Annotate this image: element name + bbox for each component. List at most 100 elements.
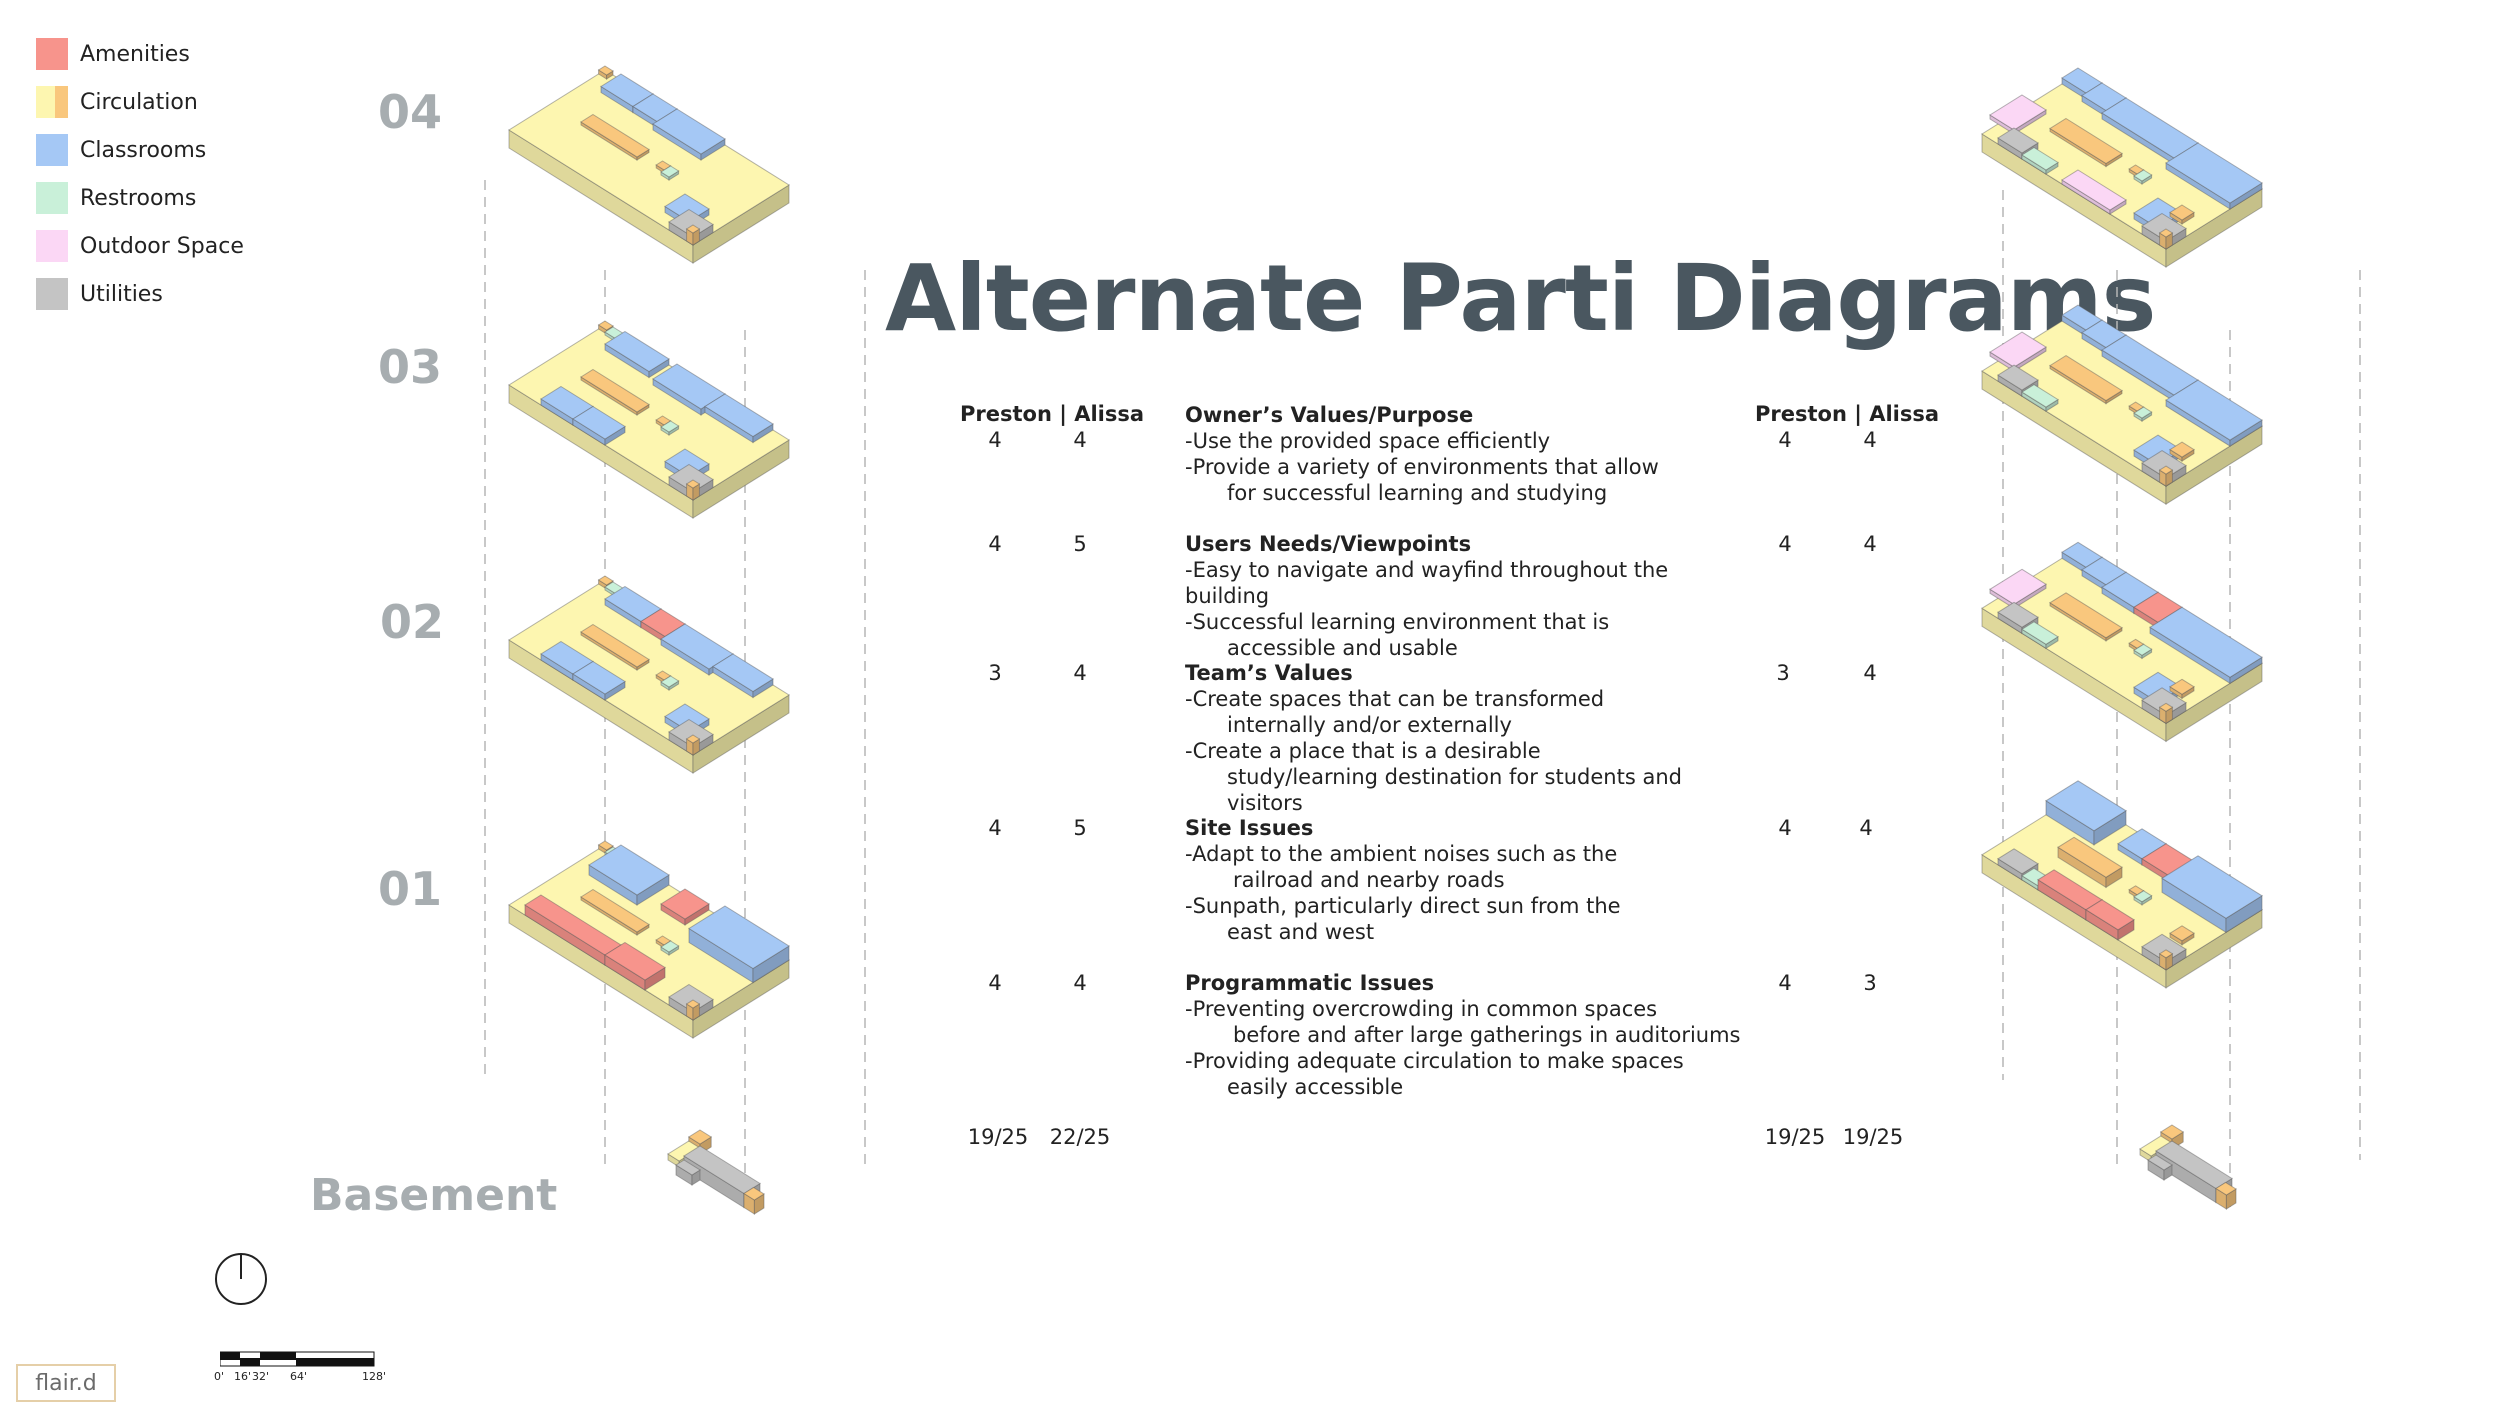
level-label-basement: Basement bbox=[310, 1170, 558, 1221]
left-level-3-room-class bbox=[572, 405, 626, 440]
left-level-1-room-rest bbox=[660, 940, 680, 953]
left-level-2-room-class bbox=[712, 653, 774, 693]
criterion-users-needs: Users Needs/Viewpoints -Easy to navigate… bbox=[1185, 531, 1745, 661]
right-level-2-room-circ bbox=[2169, 678, 2195, 695]
right-level-1-room-rest bbox=[2133, 890, 2153, 903]
criterion-heading: Owner’s Values/Purpose bbox=[1185, 403, 1474, 427]
right-level-3-room-circ bbox=[2128, 401, 2145, 412]
criterion-line: east and west bbox=[1227, 920, 1375, 944]
right-score-preston: 4 bbox=[1778, 428, 1792, 452]
right-level-2-room-circ bbox=[2049, 592, 2123, 639]
criterion-heading: Programmatic Issues bbox=[1185, 971, 1435, 995]
right-score-preston: 4 bbox=[1778, 971, 1792, 995]
criterion-programmatic-issues: Programmatic Issues -Preventing overcrow… bbox=[1185, 970, 1745, 1100]
left-level-4-room-circ bbox=[685, 224, 701, 234]
right-score-alissa: 4 bbox=[1859, 816, 1873, 840]
right-level-4-room-rest bbox=[2133, 169, 2153, 182]
left-level-4-room-class bbox=[652, 108, 726, 155]
right-level-2-room-rest bbox=[2133, 643, 2153, 656]
right-score-alissa: 4 bbox=[1863, 532, 1877, 556]
criterion-heading: Site Issues bbox=[1185, 816, 1314, 840]
right-level-4-room-circ bbox=[2128, 164, 2145, 175]
right-level-4-room-circ bbox=[2169, 204, 2195, 221]
legend-label: Outdoor Space bbox=[80, 233, 244, 259]
left-score-alissa: 4 bbox=[1073, 971, 1087, 995]
right-basement-core bbox=[2215, 1181, 2237, 1196]
right-level-4-room-circ bbox=[2049, 117, 2123, 165]
right-level-3-room-class bbox=[2165, 379, 2263, 441]
legend-swatch-circulation bbox=[36, 86, 68, 118]
left-basement-core bbox=[743, 1186, 765, 1201]
left-level-3-room-circ bbox=[580, 368, 650, 413]
right-score-alissa: 4 bbox=[1863, 428, 1877, 452]
right-level-2-room-util bbox=[1997, 601, 2039, 628]
legend-item-classrooms: Classrooms bbox=[36, 126, 244, 174]
left-level-2-room-circ bbox=[580, 623, 650, 668]
legend: Amenities Circulation Classrooms Restroo… bbox=[36, 30, 244, 318]
criterion-heading: Users Needs/Viewpoints bbox=[1185, 532, 1472, 556]
right-total-preston: 19/25 bbox=[1764, 1125, 1826, 1149]
criterion-line: -Sunpath, particularly direct sun from t… bbox=[1185, 894, 1621, 918]
left-level-4-room-circ bbox=[597, 65, 614, 76]
legend-item-utilities: Utilities bbox=[36, 270, 244, 318]
criterion-heading: Team’s Values bbox=[1185, 661, 1353, 685]
left-level-1-room-class bbox=[688, 905, 790, 970]
left-level-2-room-class bbox=[572, 660, 626, 695]
scale-label: 16' bbox=[234, 1370, 252, 1383]
left-score-preston: 4 bbox=[988, 532, 1002, 556]
criterion-line: accessible and usable bbox=[1227, 636, 1458, 660]
left-level-1-room-circ bbox=[597, 840, 614, 851]
criterion-site-issues: Site Issues -Adapt to the ambient noises… bbox=[1185, 815, 1745, 945]
legend-swatch-utilities bbox=[36, 278, 68, 310]
north-arrow-icon bbox=[215, 1253, 267, 1305]
left-score-preston: 4 bbox=[988, 816, 1002, 840]
left-level-2-room-rest bbox=[660, 675, 680, 688]
legend-swatch-amenities bbox=[36, 38, 68, 70]
left-score-preston: 4 bbox=[988, 971, 1002, 995]
legend-swatch-restrooms bbox=[36, 182, 68, 214]
right-score-preston: 3 bbox=[1776, 661, 1790, 685]
left-table-header: Preston | Alissa bbox=[960, 402, 1145, 426]
criterion-line: -Successful learning environment that is bbox=[1185, 610, 1610, 634]
right-level-3-room-circ bbox=[2049, 355, 2123, 402]
right-basement-mech2 bbox=[2147, 1154, 2173, 1171]
left-level-1-room-amen bbox=[660, 888, 710, 920]
left-level-3-room-circ bbox=[597, 320, 614, 331]
criterion-line: -Provide a variety of environments that … bbox=[1185, 455, 1659, 479]
legend-swatch-classrooms bbox=[36, 134, 68, 166]
left-total-preston: 19/25 bbox=[967, 1125, 1029, 1149]
left-level-4-room-circ bbox=[580, 113, 650, 158]
right-level-3-room-rest bbox=[2021, 384, 2059, 408]
left-level-2-room-circ bbox=[685, 734, 701, 744]
scale-label: 0' bbox=[214, 1370, 225, 1383]
left-level-3-room-class bbox=[652, 363, 726, 410]
left-level-3-room-class bbox=[604, 330, 670, 373]
criterion-line: railroad and nearby roads bbox=[1233, 868, 1505, 892]
legend-label: Classrooms bbox=[80, 137, 207, 163]
right-level-3-room-util bbox=[1997, 364, 2039, 391]
right-level-4-room-out bbox=[2061, 169, 2127, 211]
left-level-1-room-circ bbox=[685, 999, 701, 1009]
right-total-alissa: 19/25 bbox=[1842, 1125, 1904, 1149]
criterion-teams-values: Team’s Values -Create spaces that can be… bbox=[1185, 660, 1745, 816]
right-level-2-room-circ bbox=[2128, 638, 2145, 649]
left-score-preston: 3 bbox=[988, 661, 1002, 685]
left-level-1-room-circ bbox=[580, 888, 650, 933]
criterion-line: for successful learning and studying bbox=[1227, 481, 1608, 505]
criterion-line: -Adapt to the ambient noises such as the bbox=[1185, 842, 1618, 866]
right-level-4-room-circ bbox=[2158, 228, 2174, 238]
right-score-alissa: 4 bbox=[1863, 661, 1877, 685]
legend-swatch-outdoor-space bbox=[36, 230, 68, 262]
right-level-1-room-amen bbox=[2085, 899, 2135, 931]
right-level-1-room-util bbox=[1997, 848, 2039, 875]
right-score-alissa: 3 bbox=[1863, 971, 1877, 995]
page-title: Alternate Parti Diagrams bbox=[885, 245, 2156, 352]
right-basement-stair bbox=[2159, 1124, 2185, 1140]
legend-label: Utilities bbox=[80, 281, 163, 307]
criterion-line: before and after large gatherings in aud… bbox=[1233, 1023, 1741, 1047]
criterion-line: -Create a place that is a desirable bbox=[1185, 739, 1541, 763]
criterion-line: -Create spaces that can be transformed bbox=[1185, 687, 1605, 711]
scale-label: 64' bbox=[290, 1370, 308, 1383]
